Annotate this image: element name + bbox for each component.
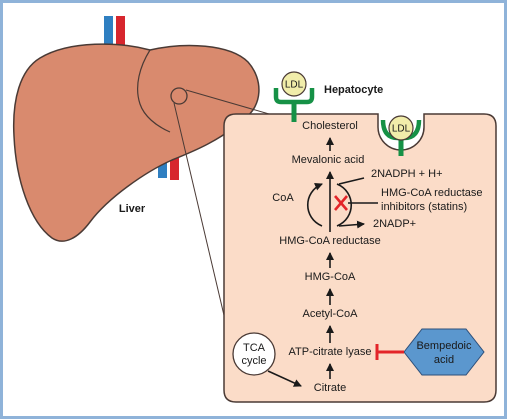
upper-vein-vessel [104,16,113,54]
receptor-stem-1 [291,102,297,122]
hepatocyte-title: Hepatocyte [324,84,383,96]
nadph-feed-line [338,177,365,185]
statins-label-line2: inhibitors (statins) [381,201,467,213]
inhibition-cross-b [334,195,348,211]
atp-citrate-lyase-label: ATP-citrate lyase [289,346,372,358]
zoom-line-top [185,89,277,117]
bempedoic-label-line2: acid [434,354,454,366]
liver-title: Liver [119,203,146,215]
cholesterol-label: Cholesterol [302,120,358,132]
citrate-label: Citrate [314,382,346,394]
nadph-curved-arrow [336,183,352,227]
bempedoic-acid-hexagon [403,328,485,376]
ldl-label-2: LDL [392,124,411,135]
tca-cycle-circle [232,332,276,376]
ldl-receptor-1: LDL [273,71,315,122]
hmg-coa-label: HMG-CoA [305,271,356,283]
lower-artery-vessel [170,140,179,180]
statin-inhibition-mark [334,195,378,211]
ldl-label-1: LDL [285,80,304,91]
ldl-particle-2 [388,115,414,141]
nadp-arrow [338,220,365,229]
mevalonic-acid-label: Mevalonic acid [292,154,365,166]
bempedoic-label-line1: Bempedoic [416,340,472,352]
acetyl-coa-label: Acetyl-CoA [302,308,358,320]
statins-label-line1: HMG-CoA reductase [381,187,482,199]
coa-curved-arrow [307,183,323,227]
ldl-receptor-2: LDL [380,115,422,156]
ldl-particle-1 [281,71,307,97]
tca-label-line1: TCA [243,342,266,354]
tca-label-line2: cycle [241,355,266,367]
upper-artery-vessel [116,16,125,54]
receptor-stem-2 [398,138,404,156]
nadph-label: 2NADPH + H+ [371,168,443,180]
arrow-tca-to-citrate [267,370,302,387]
coa-label: CoA [272,192,294,204]
magnifier-circle [170,87,188,105]
liver-lobe-line [137,49,171,133]
nadp-label: 2NADP+ [373,218,416,230]
hmg-coa-reductase-label: HMG-CoA reductase [279,235,380,247]
